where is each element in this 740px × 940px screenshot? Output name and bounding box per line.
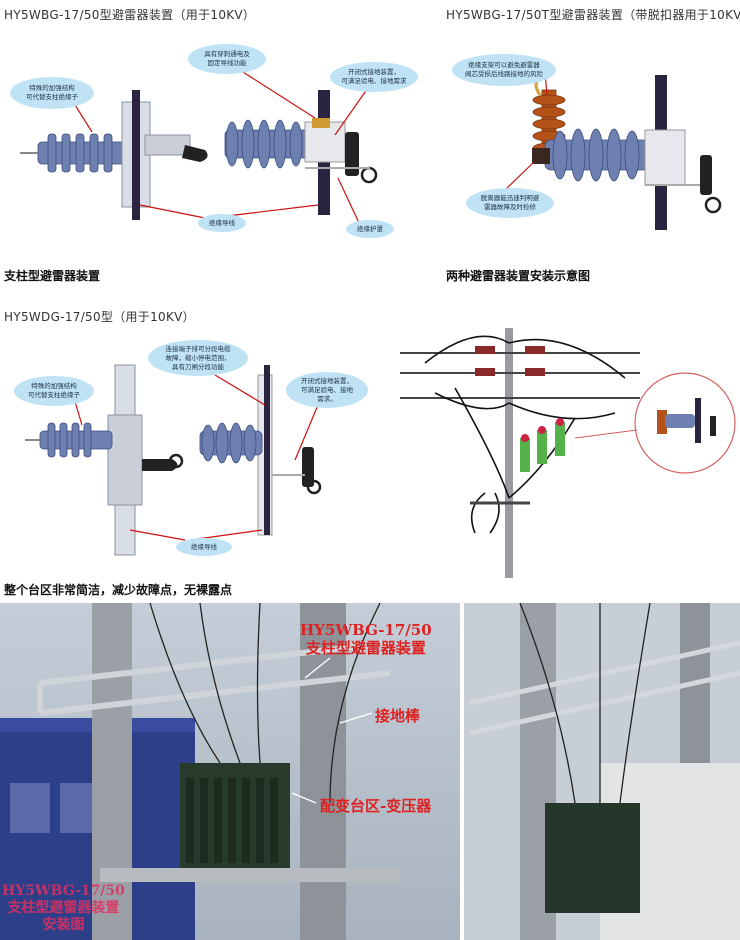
panel1-bubble-bottom: 绝缘导线 (198, 214, 246, 232)
panel3-bubble-right: 开闭式接地装置， 可满足验电、接地 需求。 (286, 372, 368, 408)
panel2-bubble-bottom: 脱离器能迅速判明避 雷器故障及时检修 (466, 188, 554, 218)
transformer-right (545, 803, 640, 913)
panel3-diagram (25, 364, 322, 556)
panel1-bubble-left: 特殊的加强结构 可代替支柱绝缘子 (10, 77, 94, 109)
panel2-model-title: HY5WBG-17/50T型避雷器装置（带脱扣器用于10KV） (446, 8, 740, 22)
panel2-bubble-top: 绝缘支架可以避免避雷器 阀芯受损后线路接地的风险 (452, 54, 556, 86)
right-arrester-insulator (199, 422, 263, 464)
panel1-bubble-top: 具有穿刺通电及 固定导线功能 (188, 44, 266, 74)
left-arrester-insulator (39, 422, 113, 458)
right-arrester-insulator (224, 119, 316, 169)
panel3-model-title: HY5WDG-17/50型（用于10KV） (4, 310, 195, 324)
installation-schematic (400, 328, 736, 578)
photo-label-corner: HY5WBG-17/50 支柱型避雷器装置 安装图 (2, 883, 125, 933)
panel2-diagram (504, 72, 722, 230)
arrester-insulator (544, 128, 651, 182)
installation-photo: HY5WBG-17/50 支柱型避雷器装置 接地棒 配变台区-变压器 HY5WB… (0, 603, 740, 940)
panel1-bubble-right: 开闭式接地装置， 可满足验电、接地需求 (330, 62, 418, 92)
fuse-cutouts (520, 418, 565, 472)
right-pole (300, 603, 346, 940)
panel1-caption: 支柱型避雷器装置 (4, 269, 101, 283)
zoom-inset (574, 372, 736, 474)
panel3-bubble-left: 特殊的加强结构 可代替支柱绝缘子 (14, 376, 94, 406)
photo-label-ground: 接地棒 (375, 707, 421, 725)
left-pole (92, 603, 132, 940)
panel2-caption: 两种避雷器装置安装示意图 (446, 269, 591, 283)
photo-label-main: HY5WBG-17/50 支柱型避雷器装置 (300, 621, 432, 657)
panel1-bubble-cover: 绝缘护罩 (346, 220, 394, 238)
photo-label-transformer: 配变台区-变压器 (320, 797, 432, 815)
panel1-diagram (20, 64, 378, 226)
left-arrester-insulator (37, 133, 134, 173)
panel3-bubble-bottom: 绝缘导线 (176, 538, 232, 556)
panel1-model-title: HY5WBG-17/50型避雷器装置（用于10KV） (4, 8, 256, 22)
utility-pole (505, 328, 513, 578)
panel3-caption: 整个台区非常简洁，减少故障点，无裸露点 (4, 583, 233, 597)
panel3-bubble-top: 连接端子排可分段电缆 故障，缩小停电范围， 具有刀闸分段功能 (148, 340, 248, 376)
